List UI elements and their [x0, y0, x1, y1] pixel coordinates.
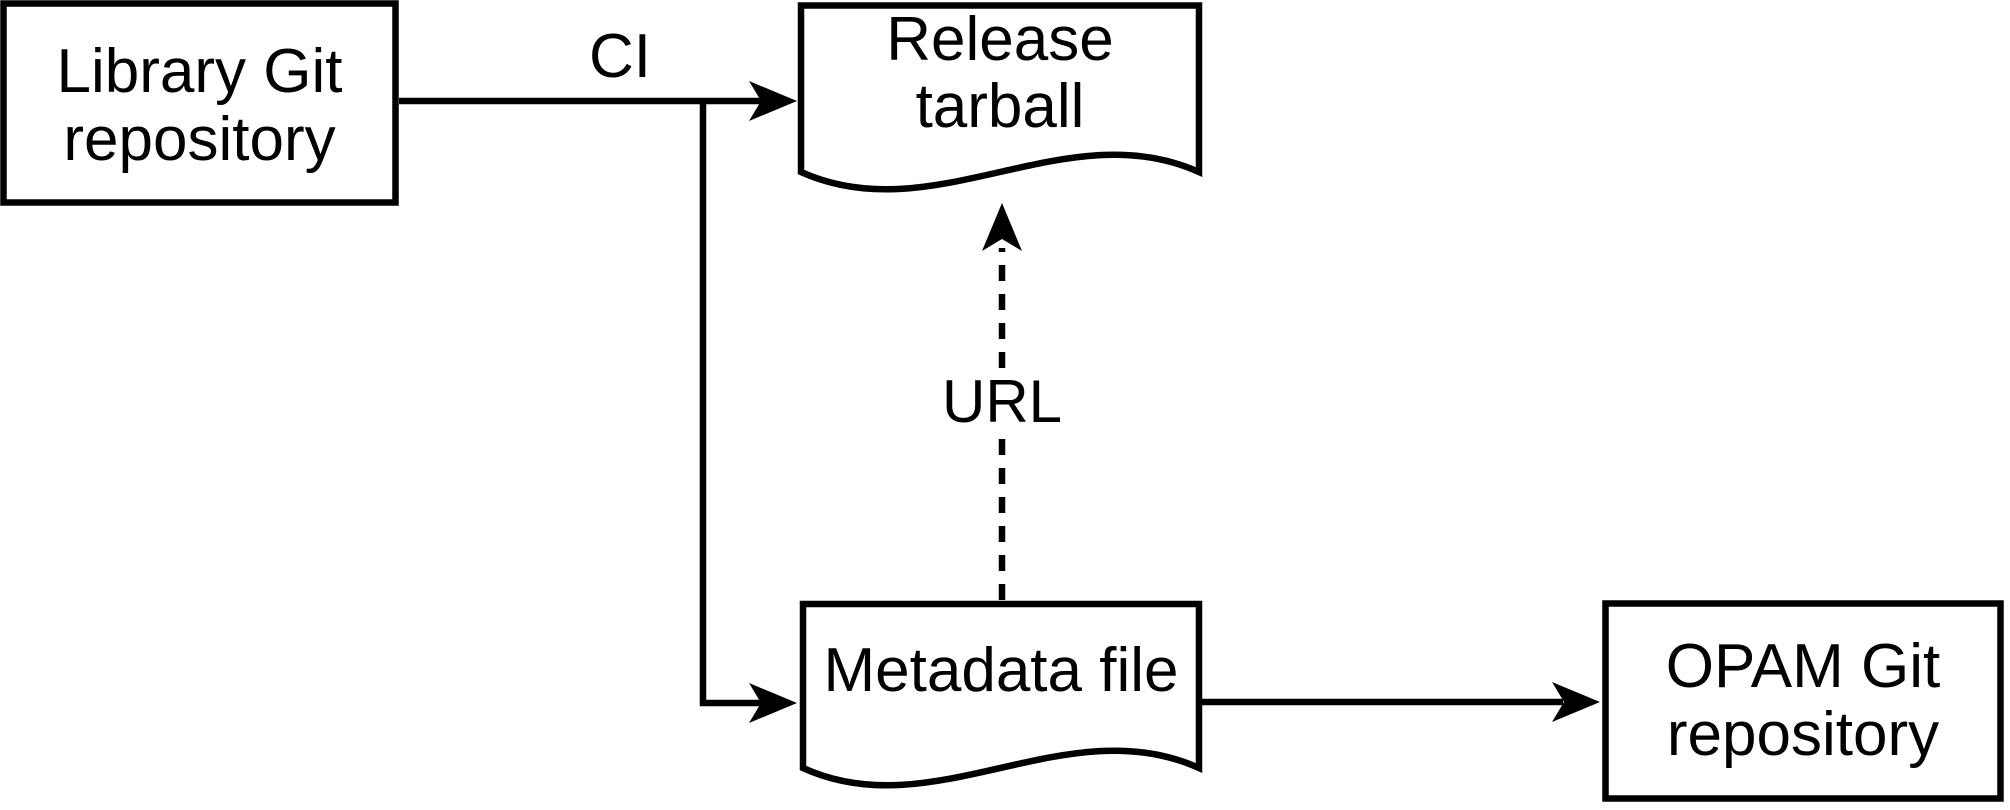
branch-edge-arrowhead — [749, 683, 797, 723]
ci-edge-arrowhead — [749, 81, 797, 121]
library-git-repo-label-line2: repository — [63, 105, 336, 174]
library-git-repo-node — [0, 0, 399, 206]
opam-edge-arrowhead — [1552, 682, 1600, 722]
library-git-repo-label: Library Git repository — [7, 10, 392, 202]
opam-git-repo-label: OPAM Git repository — [1609, 607, 1997, 795]
release-tarball-label: Release tarball — [801, 6, 1199, 140]
metadata-file-label-line1: Metadata file — [823, 636, 1179, 705]
opam-git-repo-node — [1602, 600, 2004, 802]
ci-edge-label: CI — [589, 22, 651, 91]
release-tarball-label-line1: Release — [886, 5, 1114, 74]
metadata-file-label: Metadata file — [803, 637, 1199, 705]
url-edge-label: URL — [929, 372, 1075, 432]
release-tarball-node — [797, 2, 1203, 193]
opam-git-repo-label-line1: OPAM Git — [1665, 632, 1941, 701]
url-edge-arrowhead — [982, 203, 1022, 251]
library-git-repo-label-line1: Library Git — [56, 37, 343, 106]
branch-edge-line — [699, 101, 762, 707]
metadata-file-node — [799, 600, 1203, 789]
release-tarball-label-line2: tarball — [915, 72, 1085, 141]
opam-git-repo-label-line2: repository — [1666, 700, 1940, 769]
